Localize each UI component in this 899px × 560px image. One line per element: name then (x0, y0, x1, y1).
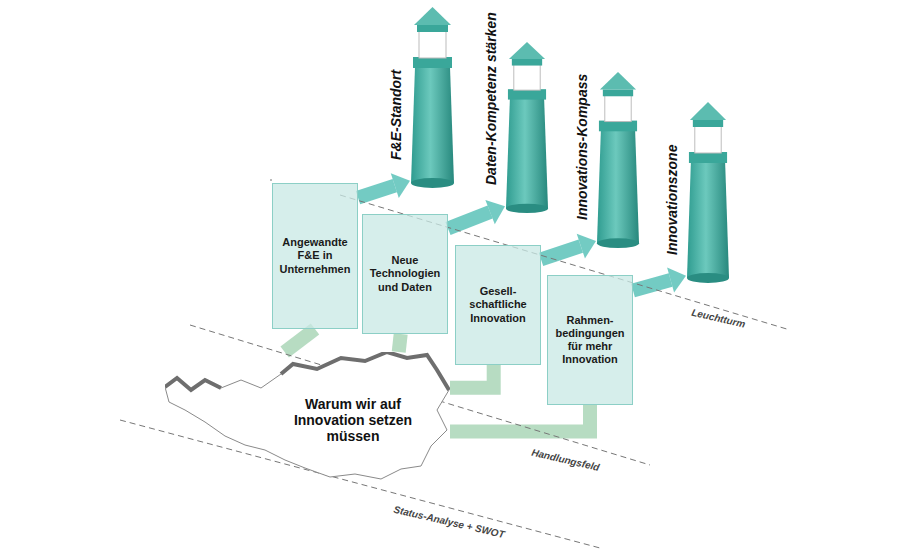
panel-text: Rahmen- bedingungen für mehr Innovation (554, 314, 626, 367)
band-connector (358, 173, 410, 198)
tower-body (687, 162, 729, 278)
lantern-rim (512, 59, 542, 66)
roof (600, 72, 636, 90)
layer-label: Status-Analyse + SWOT (390, 503, 509, 541)
lighthouse: Innovationszone (686, 100, 730, 285)
band-connector (541, 234, 596, 260)
map-edge (165, 378, 221, 390)
band (450, 365, 494, 388)
arrowhead (391, 173, 410, 198)
gallery (599, 121, 637, 132)
arrowhead (667, 268, 686, 293)
band (285, 329, 315, 352)
lantern-rim (417, 25, 448, 32)
band-connector (633, 268, 686, 293)
panel-text: Gesell- schaftliche Innovation (462, 285, 534, 325)
layer-label: Handlungsfeld (528, 446, 604, 474)
lighthouse-figure (596, 70, 640, 250)
lantern (419, 31, 446, 58)
tower-base (411, 178, 454, 188)
field-panel: Rahmen- bedingungen für mehr Innovation (547, 275, 633, 405)
lighthouse-figure (410, 5, 455, 190)
band (448, 212, 490, 228)
band-connector (399, 334, 401, 352)
lighthouse-label: F&E-Standort (388, 70, 405, 160)
lighthouse-label: Innovationszone (664, 145, 681, 255)
lighthouse-figure (686, 100, 730, 285)
tower-body (597, 130, 639, 243)
tower-body (411, 67, 454, 183)
field-panel: Angewandte F&E in Unternehmen (272, 183, 358, 329)
lighthouse-figure (505, 40, 549, 215)
layer-label: Leuchtturm (688, 306, 750, 330)
field-panel: Neue Technologien und Daten (362, 214, 448, 334)
band-connector (285, 329, 315, 352)
roof (414, 7, 451, 25)
band-connector (450, 365, 494, 388)
map-shape (165, 352, 449, 479)
tower-base (687, 273, 729, 283)
austria-map: Warum wir auf Innovation setzen müssen (165, 352, 450, 480)
lantern (695, 126, 721, 153)
guide-line (270, 180, 272, 181)
band (450, 405, 590, 431)
map-edge (281, 352, 449, 390)
arrowhead (577, 234, 596, 259)
band (541, 246, 581, 259)
band (358, 186, 395, 198)
band-connector (450, 405, 590, 431)
roof (690, 102, 726, 120)
arrowhead (485, 200, 505, 224)
lighthouse: Daten-Kompetenz stärken (505, 40, 549, 215)
field-panel: Gesell- schaftliche Innovation (455, 245, 541, 365)
gallery (413, 57, 452, 68)
lighthouse-label: Daten-Kompetenz stärken (483, 12, 500, 185)
lighthouse: F&E-Standort (410, 5, 455, 190)
map-text: Warum wir auf Innovation setzen müssen (291, 396, 415, 444)
lantern (605, 95, 631, 121)
lantern-rim (603, 89, 633, 96)
lantern (514, 65, 540, 91)
lighthouse: Innovations-Kompass (596, 70, 640, 250)
band (399, 334, 401, 352)
panel-text: Neue Technologien und Daten (369, 254, 441, 294)
roof (509, 42, 545, 59)
band-connector (448, 200, 505, 228)
tower-body (506, 99, 548, 209)
lantern-rim (693, 120, 723, 127)
panel-text: Angewandte F&E in Unternehmen (279, 236, 351, 276)
tower-base (506, 204, 548, 213)
lighthouse-label: Innovations-Kompass (574, 74, 591, 220)
gallery (508, 89, 546, 99)
gallery (689, 152, 727, 163)
tower-base (597, 238, 639, 248)
